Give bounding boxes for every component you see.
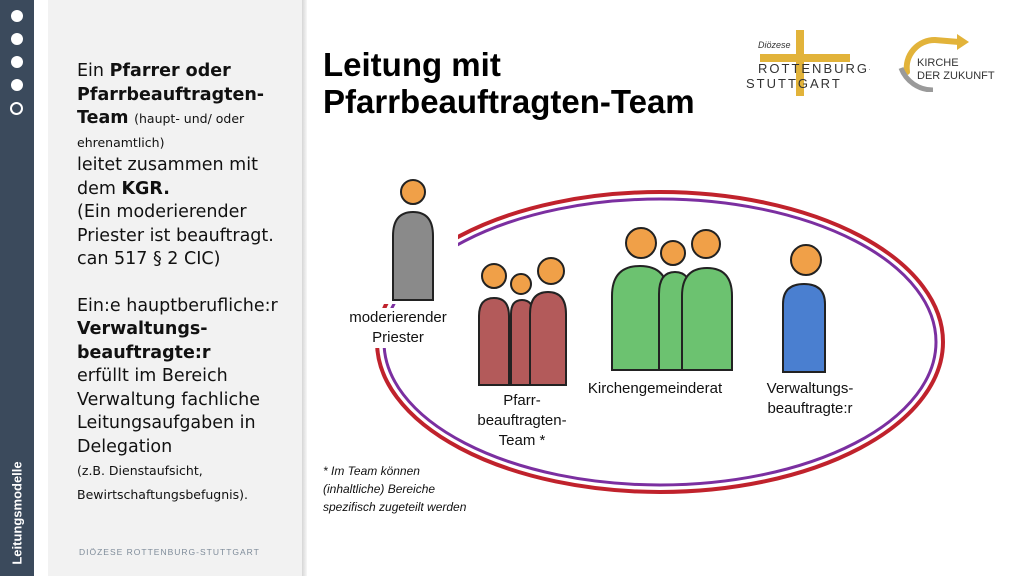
footnote-line-3: spezifisch zugeteilt werden xyxy=(323,500,467,514)
logo-arrow-arc xyxy=(903,36,962,75)
logo-grey-arc xyxy=(898,66,934,92)
priest-label-line-1: moderierender xyxy=(349,309,447,326)
admin-head xyxy=(790,244,822,276)
p1-bold: Pfarrer oder Pfarrbeauftragten-Team xyxy=(77,61,265,128)
team-label: Pfarr- beauftragten- Team * xyxy=(468,391,576,451)
priest-label: moderierender Priester xyxy=(342,308,454,348)
logo-arrow-head xyxy=(957,34,969,50)
admin-label-line-2: beauftragte:r xyxy=(767,400,853,417)
p1-intro: Ein xyxy=(77,61,110,81)
logo-cross-vertical xyxy=(796,30,804,96)
team-head-middle xyxy=(510,273,532,295)
admin-figure-icon xyxy=(782,244,826,373)
p1-small: (haupt- und/ oder ehrenamtlich) xyxy=(77,111,245,150)
footnote-line-2: (inhaltliche) Bereiche xyxy=(323,482,436,496)
kgr-figure-icon xyxy=(611,227,733,371)
team-head-left xyxy=(481,263,507,289)
logo-kdz-line-1: KIRCHE xyxy=(917,57,959,69)
p2-small: (z.B. Dienstaufsicht, Bewirtschaftungsbe… xyxy=(77,463,248,502)
priest-label-line-2: Priester xyxy=(372,329,424,346)
logo-cross-horizontal xyxy=(760,54,850,62)
footnote: * Im Team können (inhaltliche) Bereiche … xyxy=(323,462,466,516)
team-label-line-3: Team * xyxy=(498,432,546,449)
admin-body xyxy=(782,282,826,373)
title-line-1: Leitung mit xyxy=(323,46,501,83)
p1-parenthetical: (Ein moderierender Priester ist beauftra… xyxy=(77,202,274,269)
logo-diocese-small: Diözese xyxy=(758,40,791,50)
kgr-label: Kirchengemeinderat xyxy=(580,379,730,399)
page-title: Leitung mit Pfarrbeauftragten-Team xyxy=(323,46,763,120)
title-line-2: Pfarrbeauftragten-Team xyxy=(323,83,695,120)
nav-dot-1[interactable] xyxy=(11,10,23,22)
nav-dot-4[interactable] xyxy=(11,79,23,91)
team-body-right xyxy=(529,290,567,386)
logo-diocese-line-2: STUTTGART xyxy=(746,76,842,91)
kirche-der-zukunft-logo: KIRCHE DER ZUKUNFT xyxy=(898,34,995,92)
description-paragraph-1: Ein Pfarrer oder Pfarrbeauftragten-Team … xyxy=(77,60,299,272)
kgr-head-middle xyxy=(660,240,686,266)
sidebar: Leitungsmodelle xyxy=(0,0,34,576)
admin-label: Verwaltungs- beauftragte:r xyxy=(757,379,863,419)
priest-body xyxy=(392,210,434,301)
logo-diocese-line-1: ROTTENBURG- xyxy=(758,61,870,76)
priest-figure-icon xyxy=(392,179,434,301)
team-figure-icon xyxy=(478,257,567,386)
p2-bold: Verwaltungs-beauftragte:r xyxy=(77,319,211,363)
kgr-body-right xyxy=(681,266,733,371)
panel-divider xyxy=(302,0,307,576)
p1-text: leitet zusammen mit dem xyxy=(77,155,258,199)
p2-intro: Ein:e hauptberufliche:r xyxy=(77,295,278,316)
nav-dot-5-active[interactable] xyxy=(10,102,23,115)
nav-dot-3[interactable] xyxy=(11,56,23,68)
left-panel xyxy=(48,0,302,576)
priest-head xyxy=(400,179,426,205)
admin-label-line-1: Verwaltungs- xyxy=(766,380,854,397)
team-label-line-1: Pfarr- xyxy=(503,392,541,409)
footer-organization: DIÖZESE ROTTENBURG-STUTTGART xyxy=(79,547,260,557)
kgr-head-left xyxy=(625,227,657,259)
team-head-right xyxy=(537,257,565,285)
kgr-head-right xyxy=(691,229,721,259)
nav-dot-2[interactable] xyxy=(11,33,23,45)
kgr-label-line: Kirchengemeinderat xyxy=(587,380,723,397)
description-text: Ein Pfarrer oder Pfarrbeauftragten-Team … xyxy=(77,60,299,506)
diocese-cross-logo: Diözese ROTTENBURG- STUTTGART xyxy=(746,30,870,96)
team-label-line-2: beauftragten- xyxy=(477,412,567,429)
team-body-left xyxy=(478,296,510,386)
footnote-line-1: * Im Team können xyxy=(323,464,420,478)
logo-kdz-line-2: DER ZUKUNFT xyxy=(917,70,995,82)
p2-text: erfüllt im Bereich Verwaltung fachliche … xyxy=(77,366,260,457)
p1-kgr: KGR. xyxy=(121,178,170,199)
